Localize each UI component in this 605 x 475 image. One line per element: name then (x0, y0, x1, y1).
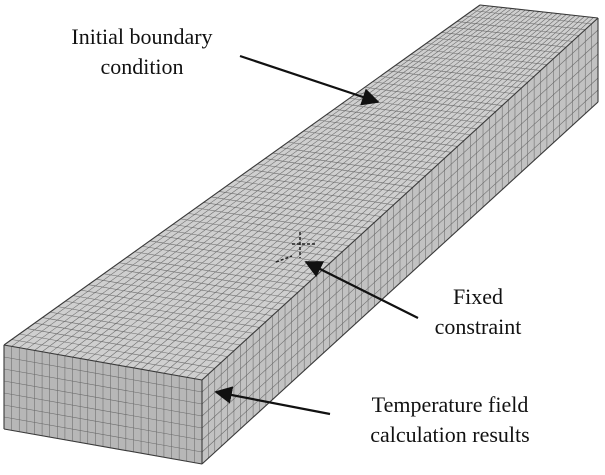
mesh-line (87, 10, 531, 361)
mesh-line (186, 16, 590, 378)
mesh-line (102, 11, 540, 363)
mesh-line (34, 6, 499, 351)
label-line: condition (100, 54, 184, 79)
label-temperature-field-results: Temperature field calculation results (320, 390, 580, 450)
arrow-initial-boundary (239, 54, 380, 106)
mesh-line (148, 14, 567, 371)
arrow-temperature-field (214, 386, 331, 416)
mesh-line (57, 8, 512, 355)
mesh-line (64, 8, 517, 356)
mesh-line (95, 10, 535, 362)
label-fixed-constraint: Fixed constraint (388, 282, 568, 342)
fixed-constraint-marker (275, 232, 316, 263)
mesh-line (201, 77, 599, 441)
mesh-line (26, 6, 494, 350)
mesh-line (3, 4, 481, 346)
mesh-line (41, 7, 503, 352)
label-line: Initial boundary (71, 24, 213, 49)
mesh-line (79, 9, 526, 359)
mesh-line (110, 11, 544, 365)
mesh-line (19, 5, 490, 348)
label-line: Fixed (452, 284, 504, 309)
mesh-line (163, 15, 576, 374)
mesh-line (3, 416, 203, 453)
mesh-line (201, 53, 599, 417)
mesh-line (201, 29, 599, 393)
mesh-line (3, 392, 203, 429)
mesh-line (125, 12, 553, 367)
mesh-line (201, 17, 599, 381)
label-line: Temperature field (371, 392, 529, 417)
mesh-grid-top (3, 4, 599, 381)
arrow-fixed-constraint (304, 261, 419, 319)
mesh-line (178, 16, 585, 377)
label-initial-boundary-condition: Initial boundary condition (22, 22, 262, 82)
mesh-line (11, 5, 485, 347)
mesh-line (171, 15, 581, 375)
mesh-line (3, 404, 203, 441)
label-line: constraint (434, 314, 522, 339)
mesh-line (156, 14, 571, 373)
mesh-line (201, 65, 599, 429)
mesh-line (118, 12, 549, 366)
mesh-line (3, 356, 203, 393)
mesh-line (49, 7, 508, 354)
block-outline-edges (3, 4, 599, 465)
mesh-line (194, 17, 594, 379)
mesh-line (72, 9, 522, 358)
mesh-line (133, 13, 558, 369)
mesh-line (201, 89, 599, 453)
mesh-line (3, 368, 203, 405)
mesh-line (3, 344, 203, 381)
mesh-line (201, 101, 599, 465)
mesh-line (140, 13, 562, 370)
mesh-line (479, 4, 599, 19)
mesh-line (3, 428, 203, 465)
label-line: calculation results (370, 422, 530, 447)
mesh-line (201, 41, 599, 405)
mesh-line (3, 380, 203, 417)
